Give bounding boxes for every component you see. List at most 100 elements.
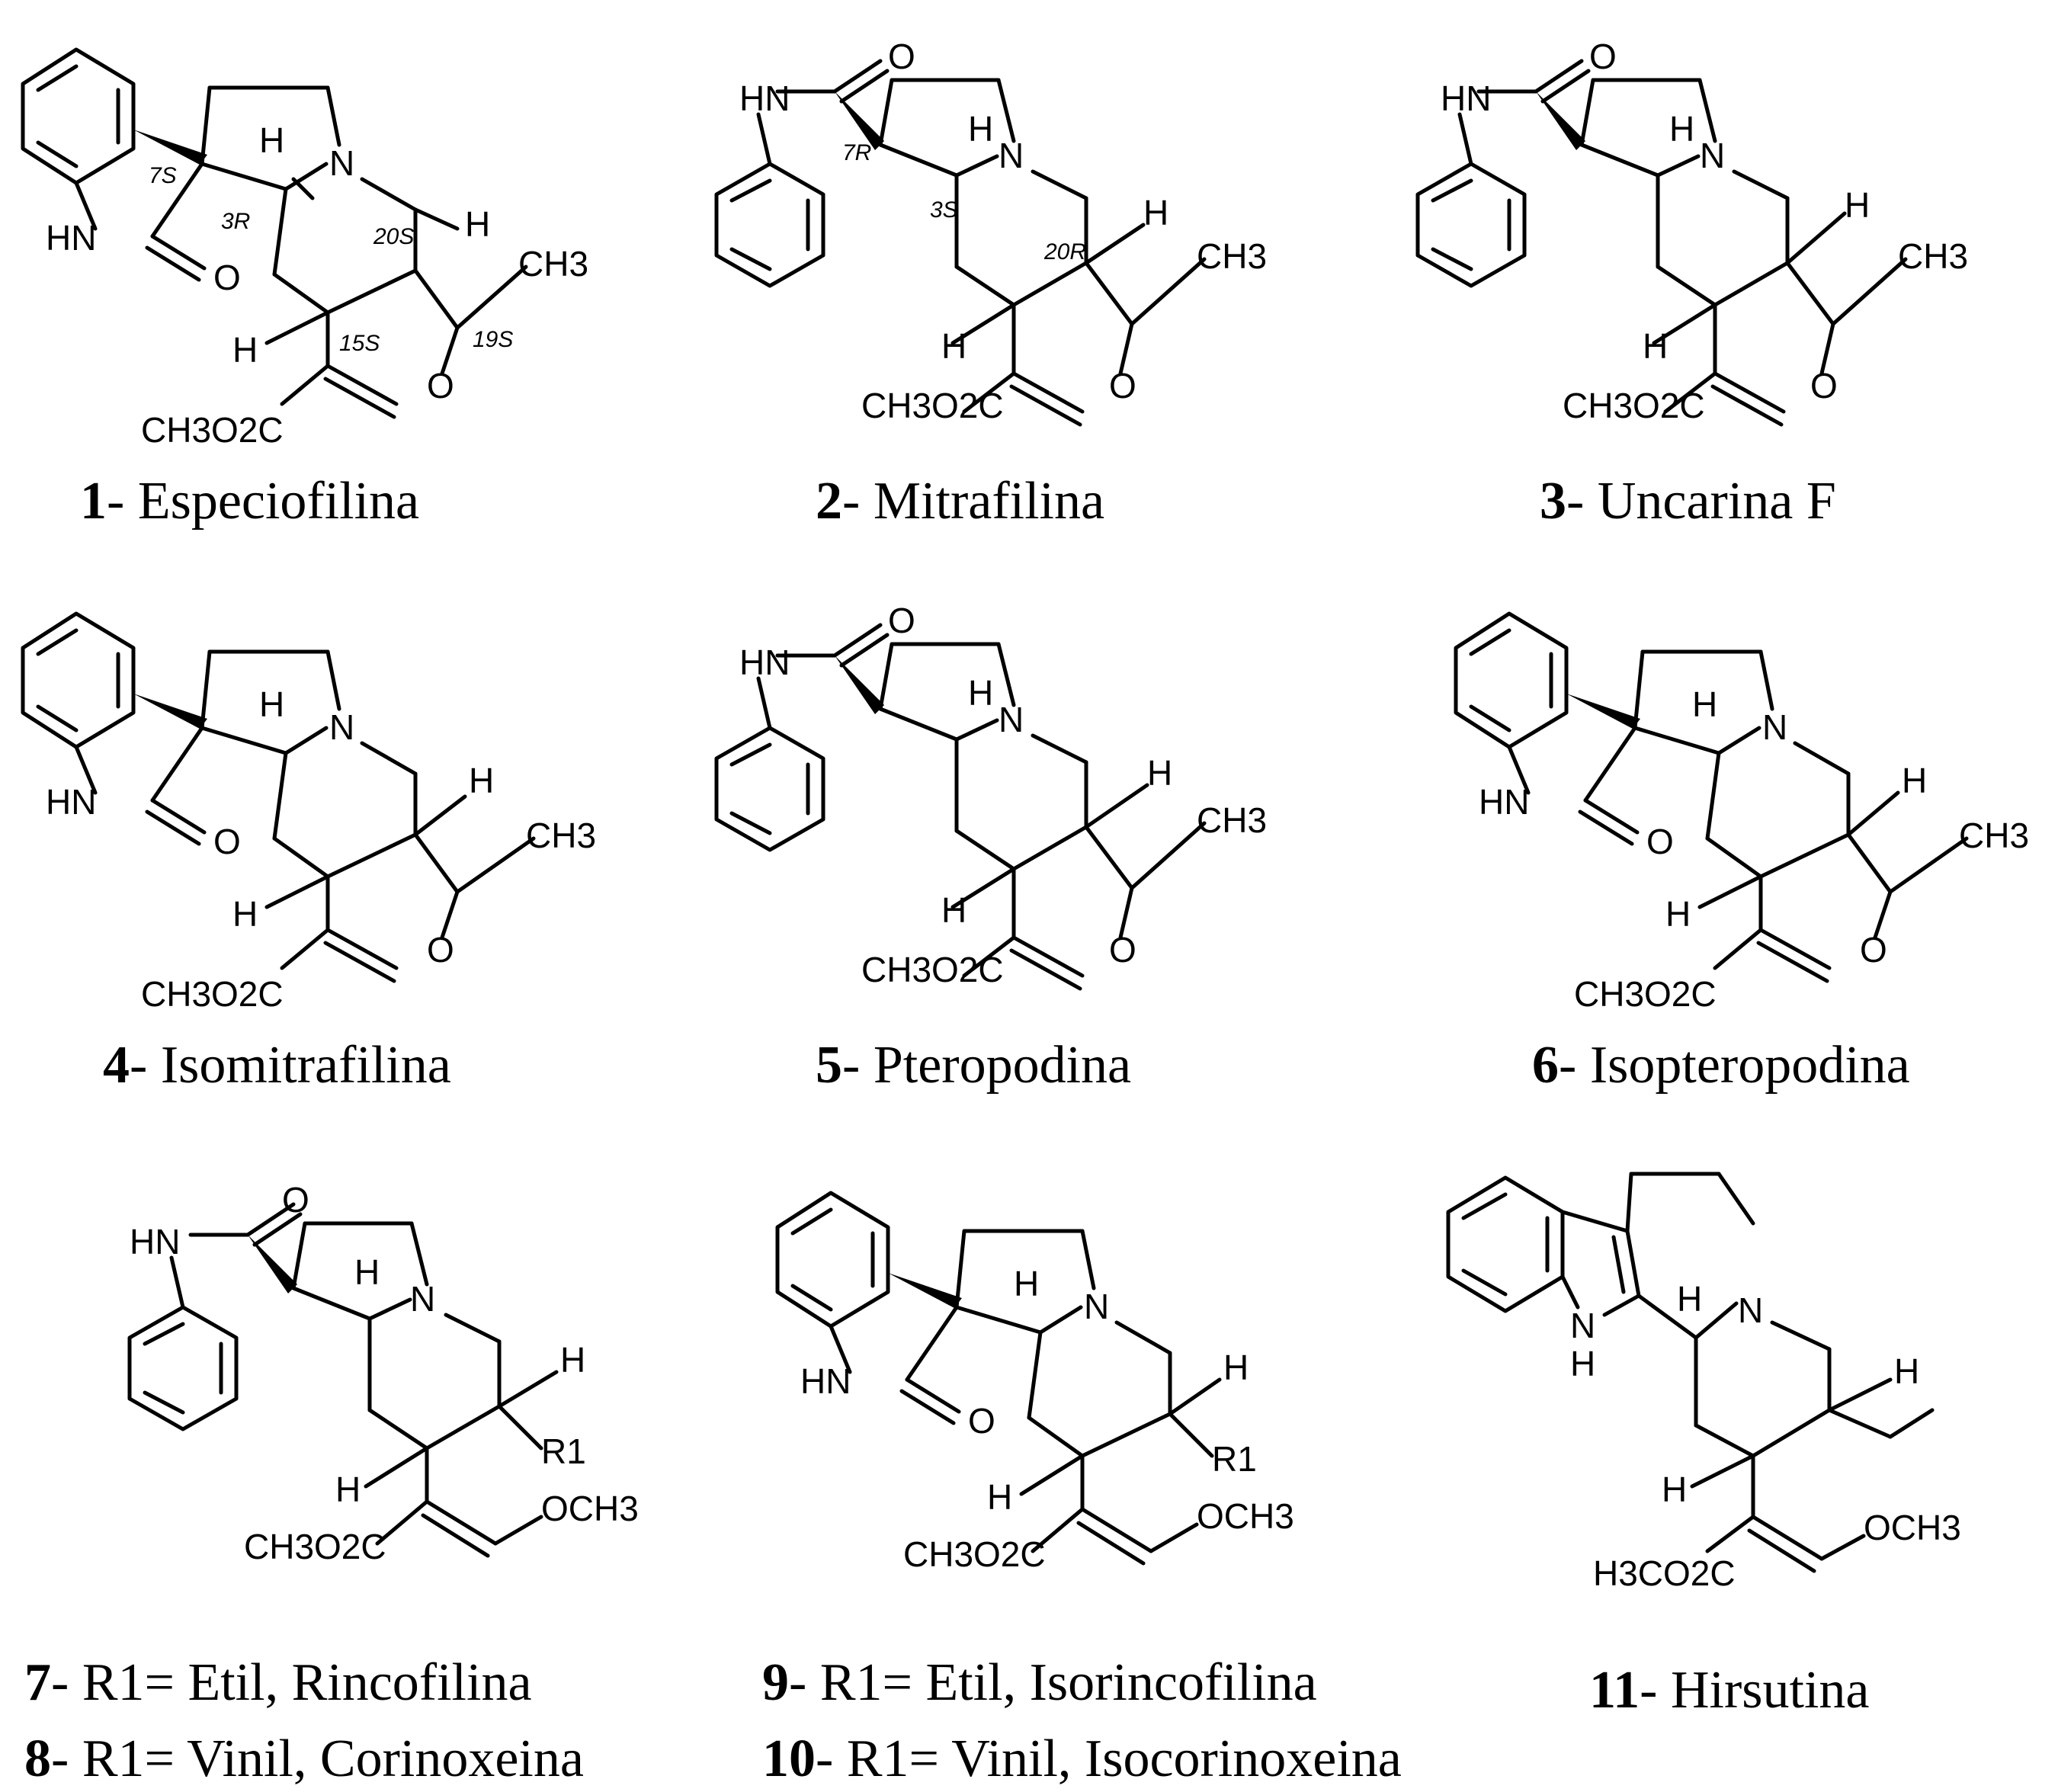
- nh-label: HN: [739, 79, 790, 118]
- h15-label: H: [941, 326, 966, 366]
- ch3-label: CH3: [1898, 236, 1968, 276]
- caption-9: 9- R1= Etil, Isorincofilina: [762, 1653, 1317, 1712]
- h15-label: H: [1665, 894, 1691, 934]
- caption-3: 3- Uncarina F: [1540, 472, 1836, 531]
- caption-number: 2: [816, 472, 842, 531]
- stereo-20: 20S: [373, 224, 414, 249]
- indole-h-label: H: [1570, 1344, 1595, 1383]
- caption-1: 1- Especiofilina: [80, 472, 419, 531]
- compound-3: HN O H N H CH3 H O CH3O2C 3- Uncarina F: [1418, 37, 1968, 531]
- caption-6: 6- Isopteropodina: [1532, 1036, 1910, 1095]
- compound-5: HN O H N H CH3 H O CH3O2C 5- Pteropodina: [716, 601, 1267, 1095]
- n-label: N: [1738, 1290, 1763, 1330]
- caption-number: 5: [816, 1036, 842, 1095]
- n-label: N: [999, 700, 1024, 739]
- caption-2: 2- Mitrafilina: [816, 472, 1104, 531]
- nh-label: HN: [46, 218, 96, 258]
- h20-label: H: [560, 1340, 585, 1380]
- ome-label: OCH3: [1197, 1496, 1294, 1536]
- caption-8: 8- R1= Vinil, Corinoxeina: [24, 1729, 584, 1788]
- caption-name: Isopteropodina: [1590, 1036, 1910, 1095]
- h20-label: H: [469, 761, 494, 800]
- ester-label: CH3O2C: [903, 1534, 1046, 1574]
- stereo-20: 20R: [1043, 239, 1086, 264]
- h3-label: H: [1677, 1279, 1702, 1319]
- caption-number: 1: [80, 472, 107, 531]
- n-label: N: [1084, 1287, 1109, 1326]
- n-label: N: [329, 707, 354, 747]
- caption-name: R1= Vinil, Isocorinoxeina: [847, 1729, 1402, 1788]
- nh-label: HN: [1479, 782, 1529, 822]
- caption-number: 11: [1589, 1661, 1640, 1720]
- ome-label: OCH3: [541, 1489, 639, 1528]
- caption-11: 11- Hirsutina: [1589, 1661, 1869, 1720]
- h20-label: H: [1143, 193, 1168, 232]
- lactam-o-label: O: [213, 258, 241, 297]
- h3-label: H: [354, 1252, 380, 1292]
- lactam-o-label: O: [1646, 822, 1674, 861]
- h20-label: H: [1223, 1348, 1249, 1387]
- nh-label: HN: [739, 643, 790, 682]
- lactam-o-label: O: [968, 1401, 995, 1441]
- n-label: N: [1700, 136, 1725, 175]
- caption-number: 4: [103, 1036, 130, 1095]
- n-label: N: [410, 1279, 435, 1319]
- caption-number: 3: [1540, 472, 1566, 531]
- nh-label: HN: [130, 1222, 180, 1261]
- caption-name: R1= Vinil, Corinoxeina: [82, 1729, 584, 1788]
- h15-label: H: [987, 1477, 1012, 1517]
- ch3-label: CH3: [1197, 800, 1267, 840]
- h3-label: H: [1692, 684, 1717, 724]
- caption-10: 10- R1= Vinil, Isocorinoxeina: [762, 1729, 1402, 1788]
- caption-number: 10: [762, 1729, 816, 1788]
- h20-label: H: [1894, 1351, 1919, 1391]
- ch3-label: CH3: [526, 816, 596, 855]
- compound-6: HN O H N H CH3 H O CH3O2C 6- Isopteropod…: [1456, 614, 2029, 1095]
- stereo-3: 3R: [221, 209, 250, 234]
- h20-label: H: [1902, 761, 1927, 800]
- h15-label: H: [232, 894, 258, 934]
- h3-label: H: [968, 673, 993, 713]
- nh-label: HN: [46, 782, 96, 822]
- h3-label: H: [259, 684, 284, 724]
- caption-number: 6: [1532, 1036, 1559, 1095]
- h3-label: H: [1669, 109, 1694, 149]
- n-label: N: [329, 143, 354, 183]
- compound-7-8: HN O H N H R1 H OCH3 CH3O2C: [130, 1180, 639, 1566]
- caption-name: Isomitrafilina: [161, 1036, 451, 1095]
- nh-label: HN: [800, 1361, 851, 1401]
- ester-label: CH3O2C: [1574, 974, 1717, 1014]
- compound-2: HN O H N H CH3 H O CH3O2C 7R 3S 20R 2- M…: [716, 37, 1267, 531]
- h3-label: H: [968, 109, 993, 149]
- ester-label: CH3O2C: [861, 950, 1004, 989]
- caption-name: Mitrafilina: [874, 472, 1104, 531]
- caption-name: R1= Etil, Rincofilina: [82, 1653, 532, 1712]
- stereo-15: 15S: [339, 331, 380, 356]
- h15-label: H: [1643, 326, 1668, 366]
- caption-5: 5- Pteropodina: [816, 1036, 1131, 1095]
- compound-4: HN O H N H CH3 H O CH3O2C 4- Isomitrafil…: [23, 614, 596, 1095]
- stereo-19: 19S: [473, 327, 513, 352]
- caption-name: Pteropodina: [874, 1036, 1131, 1095]
- n-label: N: [1762, 707, 1787, 747]
- stereo-7: 7S: [149, 163, 177, 188]
- caption-name: Hirsutina: [1671, 1661, 1870, 1720]
- ester-label: CH3O2C: [1563, 386, 1705, 425]
- ring-o-label: O: [427, 366, 454, 406]
- n-label: N: [999, 136, 1024, 175]
- h15-label: H: [941, 890, 966, 930]
- ring-o-label: O: [427, 930, 454, 970]
- h15-label: H: [1662, 1470, 1687, 1509]
- ester-label: CH3O2C: [141, 974, 284, 1014]
- lactam-o-label: O: [888, 37, 915, 76]
- ch3-label: CH3: [518, 244, 588, 284]
- caption-name: Especiofilina: [138, 472, 419, 531]
- lactam-o-label: O: [213, 822, 241, 861]
- caption-4: 4- Isomitrafilina: [103, 1036, 451, 1095]
- h20-label: H: [1147, 753, 1172, 793]
- h15-label: H: [232, 330, 258, 370]
- compound-1: HN O H N H CH3 H O CH3O2C 7S 3R 20S 15S …: [23, 50, 588, 531]
- ch3-label: CH3: [1197, 236, 1267, 276]
- h20-label: H: [1845, 185, 1870, 225]
- h15-label: H: [335, 1470, 361, 1509]
